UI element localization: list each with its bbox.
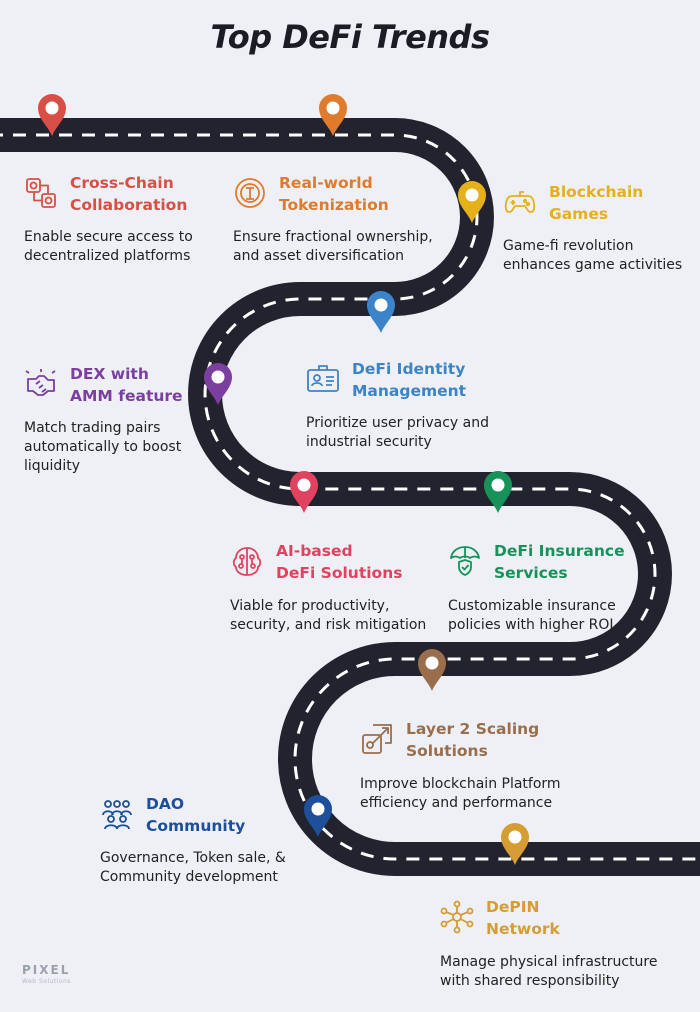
brand-tagline: Web Solutions — [22, 978, 72, 985]
map-pin-identity — [365, 290, 397, 334]
trend-description: Ensure fractional ownership,and asset di… — [233, 229, 433, 264]
map-pin-insurance — [482, 470, 514, 514]
page-title: Top DeFi Trends — [210, 18, 491, 56]
id-card-icon — [306, 362, 340, 396]
network-icon — [440, 900, 474, 934]
gamepad-icon — [503, 185, 537, 219]
layers-icon — [360, 722, 394, 756]
brand-logo: PIXEL — [22, 963, 71, 977]
map-pin-cross-chain — [36, 93, 68, 137]
map-pin-dex — [202, 362, 234, 406]
cross-chain-icon — [24, 176, 58, 210]
map-pin-tokenization — [317, 93, 349, 137]
map-pin-layer2 — [416, 648, 448, 692]
community-icon — [100, 797, 134, 831]
exchange-icon — [24, 367, 58, 401]
ai-brain-icon — [230, 544, 264, 578]
road-center-line — [0, 133, 700, 861]
trend-description: Governance, Token sale, &Community devel… — [100, 850, 286, 885]
tokenization-icon — [233, 176, 267, 210]
trend-description: Viable for productivity,security, and ri… — [230, 598, 427, 633]
map-pin-dao — [302, 794, 334, 838]
map-pin-games — [456, 180, 488, 224]
map-pin-depin — [499, 822, 531, 866]
umbrella-shield-icon — [448, 544, 482, 578]
map-pin-ai — [288, 470, 320, 514]
